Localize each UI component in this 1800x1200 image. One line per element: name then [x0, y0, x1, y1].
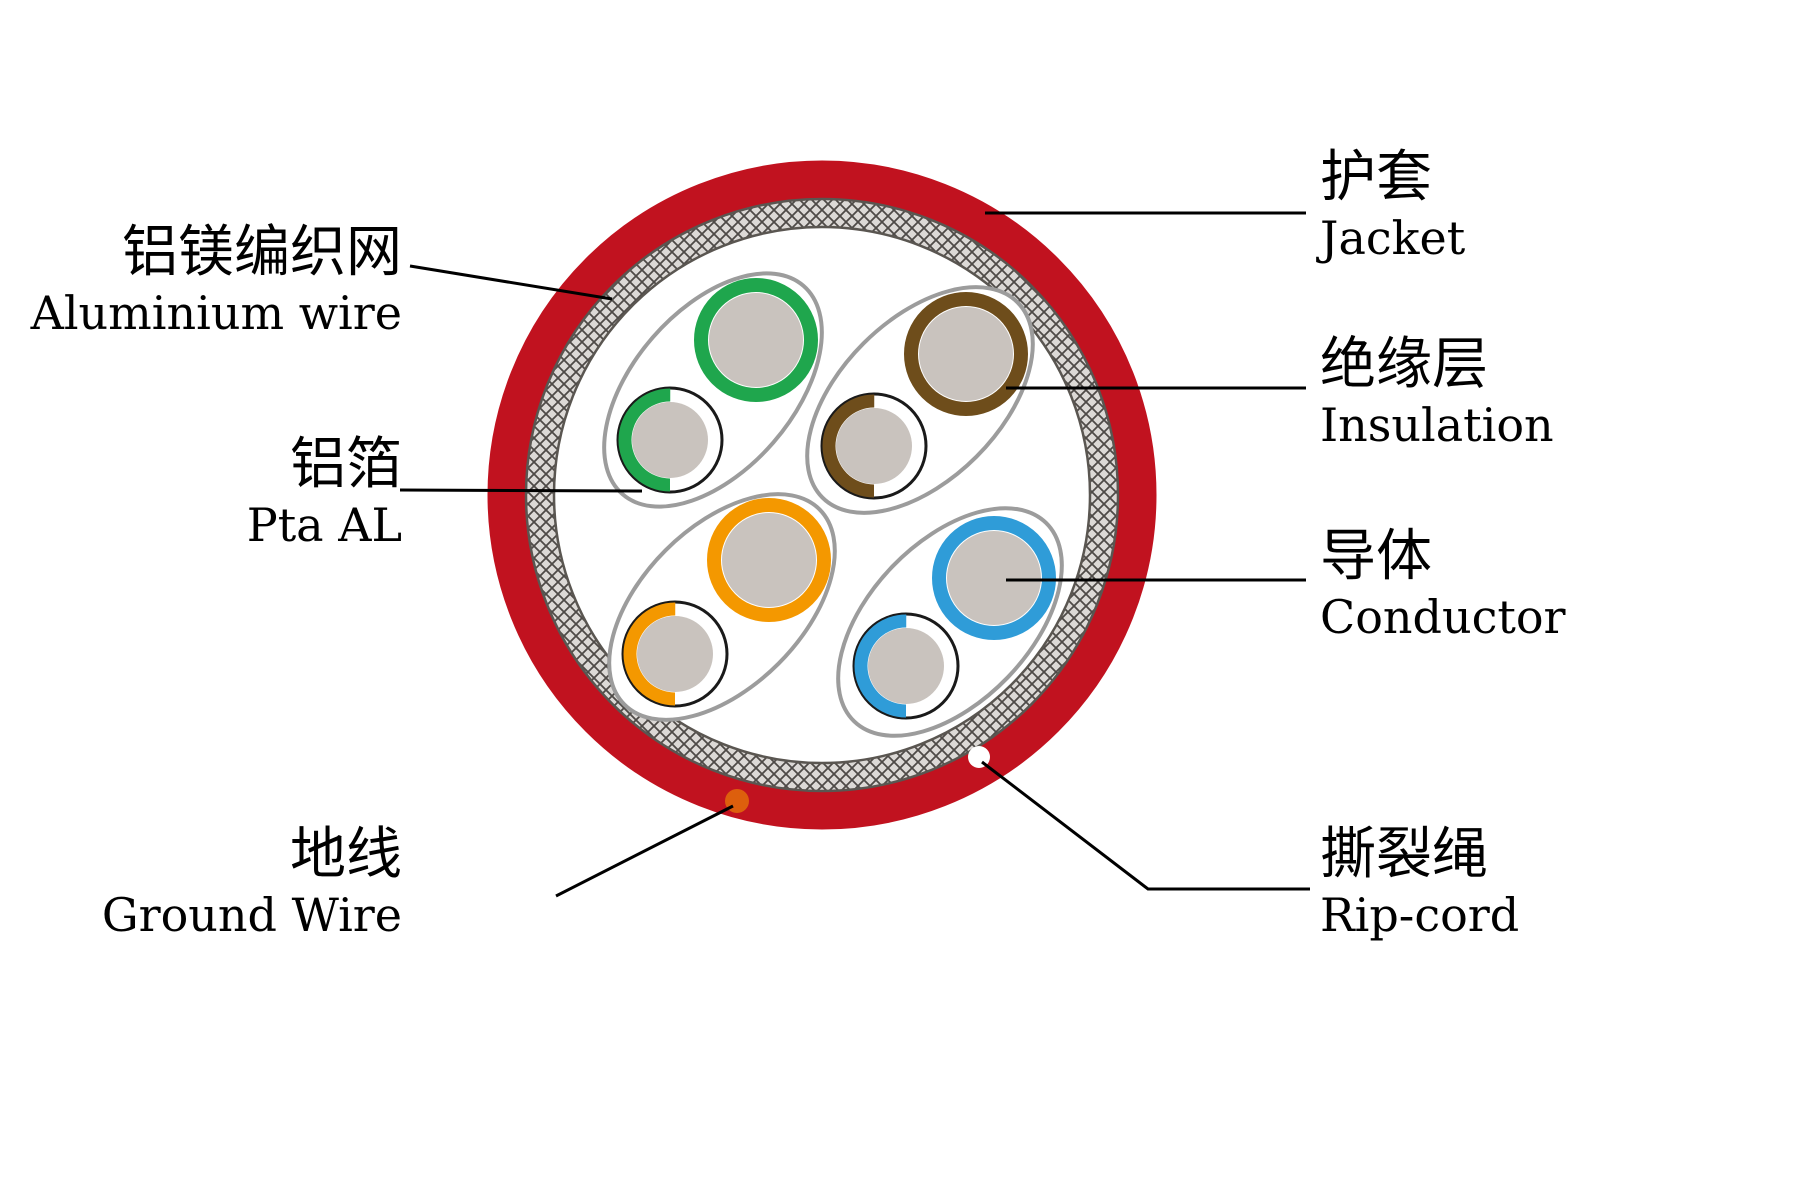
stripe-halfring-brown — [822, 394, 926, 498]
label-insulation-en: Insulation — [1320, 398, 1554, 452]
label-aluminium-wire-zh: 铝镁编织网 — [122, 220, 402, 285]
pair-orange — [607, 492, 837, 722]
label-insulation-zh: 绝缘层 — [1320, 332, 1488, 397]
leader-line-foil — [399, 488, 643, 493]
label-jacket-en: Jacket — [1320, 211, 1466, 265]
label-ground-wire-zh: 地线 — [290, 822, 402, 887]
stripe-halfring-green — [618, 388, 722, 492]
label-ripcord: 撕裂绳 Rip-cord — [1320, 822, 1519, 942]
label-foil-en: Pta AL — [246, 498, 402, 552]
pair-blue — [836, 506, 1064, 738]
stripe-halfring-orange — [623, 602, 727, 706]
stripe-halfring-blue — [854, 614, 958, 718]
label-foil: 铝箔 Pta AL — [247, 432, 402, 552]
insulation-ring-blue — [932, 516, 1056, 640]
leader-line-aluminium — [409, 264, 613, 301]
label-jacket-zh: 护套 — [1320, 145, 1432, 210]
insulation-ring-orange — [707, 498, 831, 622]
leader-line-ripcord — [981, 760, 1310, 891]
label-foil-zh: 铝箔 — [290, 432, 402, 497]
conductor-core-green — [709, 293, 803, 387]
label-aluminium-wire: 铝镁编织网 Aluminium wire — [31, 220, 402, 340]
leader-lines — [399, 211, 1310, 898]
label-conductor: 导体 Conductor — [1320, 524, 1566, 644]
label-insulation: 绝缘层 Insulation — [1320, 332, 1554, 452]
label-conductor-en: Conductor — [1320, 590, 1566, 644]
braid-inner-edge — [552, 225, 1092, 765]
label-conductor-zh: 导体 — [1320, 524, 1432, 589]
label-ripcord-zh: 撕裂绳 — [1320, 822, 1488, 887]
label-aluminium-wire-en: Aluminium wire — [30, 286, 402, 340]
conductor-core-blue-stripe — [868, 628, 944, 704]
conductor-core-brown — [919, 307, 1013, 401]
label-ground-wire-en: Ground Wire — [101, 888, 402, 942]
label-ripcord-en: Rip-cord — [1320, 888, 1520, 942]
conductor-core-orange-stripe — [637, 616, 713, 692]
conductor-core-blue — [947, 531, 1041, 625]
conductor-core-brown-stripe — [836, 408, 912, 484]
insulation-ring-green — [694, 278, 818, 402]
leader-line-ground — [555, 804, 734, 898]
conductor-core-green-stripe — [632, 402, 708, 478]
braid-ring — [526, 199, 1118, 791]
conductor-core-orange — [722, 513, 816, 607]
pair-green — [602, 271, 824, 509]
label-ground-wire: 地线 Ground Wire — [102, 822, 402, 942]
label-jacket: 护套 Jacket — [1320, 145, 1465, 265]
pair-brown — [805, 285, 1035, 515]
jacket-ring — [487, 160, 1157, 830]
insulation-ring-brown — [904, 292, 1028, 416]
braid-outer-edge — [524, 197, 1120, 793]
